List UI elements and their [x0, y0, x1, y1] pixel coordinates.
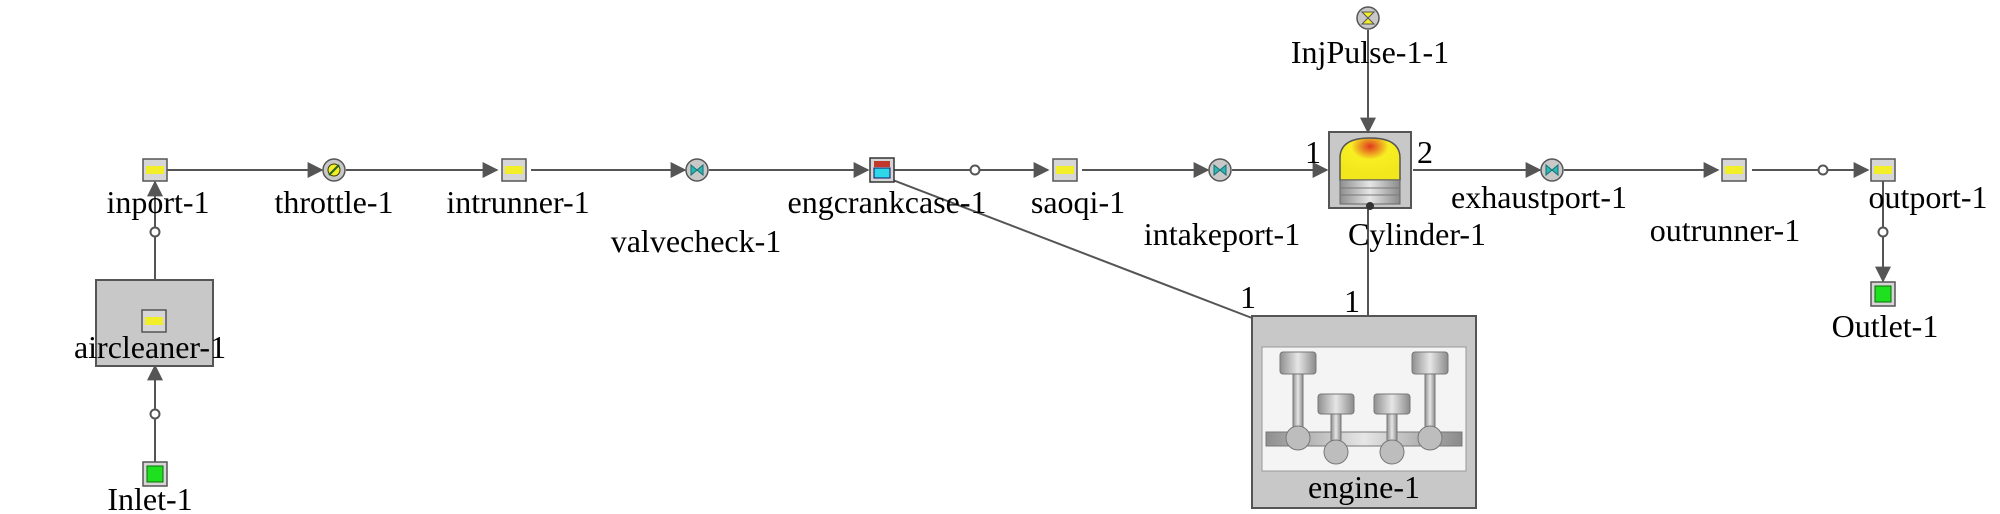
intrunner-component[interactable]: intrunner-1	[446, 158, 590, 220]
outlet-component[interactable]: Outlet-1	[1832, 281, 1939, 344]
crankcase-icon	[869, 157, 895, 183]
connector-dot	[969, 164, 981, 176]
intakeport-label: intakeport-1	[1144, 216, 1300, 252]
inlet-component[interactable]: Inlet-1	[107, 461, 193, 514]
outrunner-component[interactable]: outrunner-1	[1650, 158, 1800, 248]
inlet-label: Inlet-1	[107, 481, 192, 514]
throttle-component[interactable]: throttle-1	[274, 158, 394, 220]
boundary-icon	[142, 461, 168, 487]
injpulse-component[interactable]: InjPulse-1-1	[1291, 6, 1449, 70]
saoqi-label: saoqi-1	[1031, 184, 1125, 220]
pipe-icon	[142, 158, 168, 182]
aircleaner-component[interactable]: aircleaner-1	[74, 279, 226, 367]
throttle-icon	[322, 158, 346, 182]
engine-label: engine-1	[1308, 469, 1420, 505]
valvecheck-component[interactable]: valvecheck-1	[611, 158, 782, 259]
connections	[147, 30, 1891, 462]
intrunner-label: intrunner-1	[446, 184, 589, 220]
injpulse-label: InjPulse-1-1	[1291, 34, 1449, 70]
wire-crankcase-engine[interactable]	[884, 176, 1253, 319]
pipe-icon	[1721, 158, 1747, 182]
outport-component[interactable]: outport-1	[1868, 158, 1988, 215]
pipe-icon	[141, 309, 167, 333]
cylinder-port-in-number: 1	[1305, 134, 1321, 170]
intakeport-component[interactable]: intakeport-1	[1144, 158, 1300, 252]
pipe-icon	[1870, 158, 1896, 182]
inport-label: inport-1	[106, 184, 209, 220]
valvecheck-label: valvecheck-1	[611, 223, 782, 259]
outport-label: outport-1	[1868, 179, 1987, 215]
boundary-icon	[1870, 281, 1896, 307]
orifice-icon	[685, 158, 709, 182]
engcrankcase-component[interactable]: engcrankcase-1	[788, 157, 987, 220]
injector-icon	[1356, 6, 1380, 30]
cylinder-label: Cylinder-1	[1348, 216, 1486, 252]
exhaustport-label: exhaustport-1	[1451, 179, 1627, 215]
pipe-icon	[501, 158, 527, 182]
engine-crank-link-number: 1	[1240, 279, 1256, 315]
cylinder-icon	[1339, 137, 1401, 210]
throttle-label: throttle-1	[274, 184, 393, 220]
aircleaner-label: aircleaner-1	[74, 329, 226, 365]
engine-icon	[1265, 351, 1463, 465]
orifice-icon	[1540, 158, 1564, 182]
outlet-label: Outlet-1	[1832, 308, 1939, 344]
connector-dot	[1817, 164, 1829, 176]
connector-dot	[149, 408, 161, 420]
pipe-icon	[1052, 158, 1078, 182]
orifice-icon	[1208, 158, 1232, 182]
exhaustport-component[interactable]: exhaustport-1	[1451, 158, 1627, 215]
saoqi-component[interactable]: saoqi-1	[1031, 158, 1125, 220]
engine-cyl-link-number: 1	[1344, 283, 1360, 319]
cylinder-component[interactable]: 1 2 Cylinder-1	[1305, 131, 1486, 252]
outrunner-label: outrunner-1	[1650, 212, 1800, 248]
engine-component[interactable]: 1 1 engine-1	[1240, 279, 1477, 509]
engcrankcase-label: engcrankcase-1	[788, 184, 987, 220]
connector-dot	[1877, 226, 1889, 238]
inport-component[interactable]: inport-1	[106, 158, 210, 220]
cylinder-port-out-number: 2	[1417, 134, 1433, 170]
connector-dot	[149, 226, 161, 238]
